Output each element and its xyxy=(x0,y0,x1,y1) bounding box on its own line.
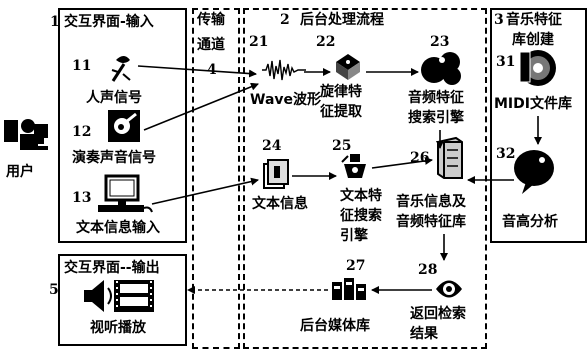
music-feature-number: 3 xyxy=(494,12,504,28)
node-21-number: 21 xyxy=(249,34,269,50)
midi-disc-icon xyxy=(519,50,556,86)
node-22-number: 22 xyxy=(316,34,336,50)
node-28-number: 28 xyxy=(418,262,438,278)
node-28-label-line1: 返回检索 xyxy=(410,306,466,322)
music-feature-title-line1: 音乐特征 xyxy=(506,12,562,28)
channel-number: 4 xyxy=(207,62,217,78)
text-input-label: 文本信息输入 xyxy=(76,220,160,236)
audiovisual-playback-label: 视听播放 xyxy=(90,320,146,336)
performance-signal-label: 演奏声音信号 xyxy=(72,150,156,166)
node-23-number: 23 xyxy=(430,34,450,50)
audio-search-engine-icon xyxy=(421,52,461,85)
node-31-number: 31 xyxy=(496,54,516,70)
backend-title: 后台处理流程 xyxy=(300,12,384,28)
node-32-number: 32 xyxy=(496,146,516,162)
user-at-computer-icon xyxy=(4,119,48,150)
arrow-performance-to-wave xyxy=(143,82,259,131)
instrument-icon xyxy=(108,110,140,142)
music-database-icon xyxy=(437,136,463,179)
node-26-label-line2: 音频特征库 xyxy=(396,214,466,230)
output-box-number: 5 xyxy=(49,282,59,298)
node-25-number: 25 xyxy=(332,138,352,154)
node-24-number: 24 xyxy=(262,138,282,154)
node-25-label-line2: 征搜索 xyxy=(340,208,382,224)
node-32-label: 音高分析 xyxy=(502,214,558,230)
node-31-label: MIDI文件库 xyxy=(494,96,572,112)
input-box-title: 交互界面-输入 xyxy=(64,14,154,30)
performance-signal-number: 12 xyxy=(72,124,92,140)
voice-signal-label: 人声信号 xyxy=(86,90,142,106)
text-info-icon xyxy=(263,159,289,189)
input-box-number: 1 xyxy=(50,14,60,30)
user-label: 用户 xyxy=(6,164,34,180)
node-22-label-line2: 征提取 xyxy=(320,104,362,120)
media-library-icon xyxy=(332,278,366,300)
node-23-label-line1: 音频特征 xyxy=(408,90,464,106)
computer-icon xyxy=(98,174,153,213)
channel-title-line2: 通道 xyxy=(197,37,225,53)
channel-title-line1: 传输 xyxy=(197,12,225,28)
output-box-title: 交互界面--输出 xyxy=(64,260,160,276)
arrow-text-to-textinfo xyxy=(151,177,259,205)
waveform-icon xyxy=(262,59,306,81)
arrow-text-engine-to-db xyxy=(371,156,433,169)
node-24-label: 文本信息 xyxy=(252,196,308,212)
node-21-label: Wave波形 xyxy=(250,92,322,108)
search-result-icon xyxy=(436,280,462,298)
text-input-number: 13 xyxy=(72,190,92,206)
microphone-icon xyxy=(111,56,131,82)
backend-number: 2 xyxy=(280,12,290,28)
node-26-label-line1: 音乐信息及 xyxy=(396,194,466,210)
node-25-label-line3: 引擎 xyxy=(340,228,368,244)
music-feature-title-line2: 库创建 xyxy=(512,32,554,48)
arrow-voice-to-wave xyxy=(137,65,257,78)
speaker-film-icon xyxy=(84,280,154,312)
melody-extraction-icon xyxy=(336,54,360,80)
node-28-label-line2: 结果 xyxy=(410,326,438,342)
node-23-label-line2: 搜索引擎 xyxy=(408,110,464,126)
node-25-label-line1: 文本特 xyxy=(340,188,382,204)
text-search-engine-icon xyxy=(341,154,366,178)
node-22-label-line1: 旋律特 xyxy=(320,84,362,100)
node-27-label: 后台媒体库 xyxy=(300,318,370,334)
voice-signal-number: 11 xyxy=(72,58,92,74)
node-27-number: 27 xyxy=(346,258,366,274)
pitch-analysis-icon xyxy=(514,150,554,194)
